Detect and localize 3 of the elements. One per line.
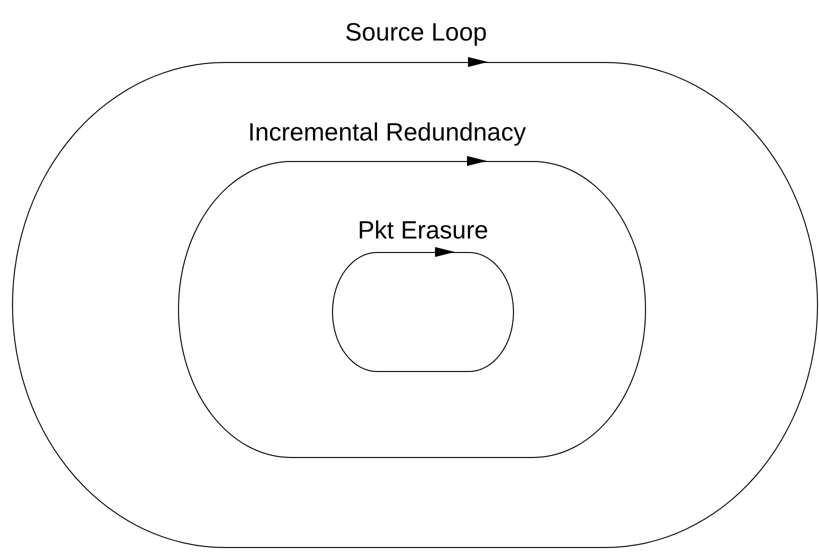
loop-label: Pkt Erasure — [358, 217, 488, 245]
loop-label: Source Loop — [345, 19, 487, 47]
loop-label: Incremental Redundnacy — [248, 119, 526, 147]
